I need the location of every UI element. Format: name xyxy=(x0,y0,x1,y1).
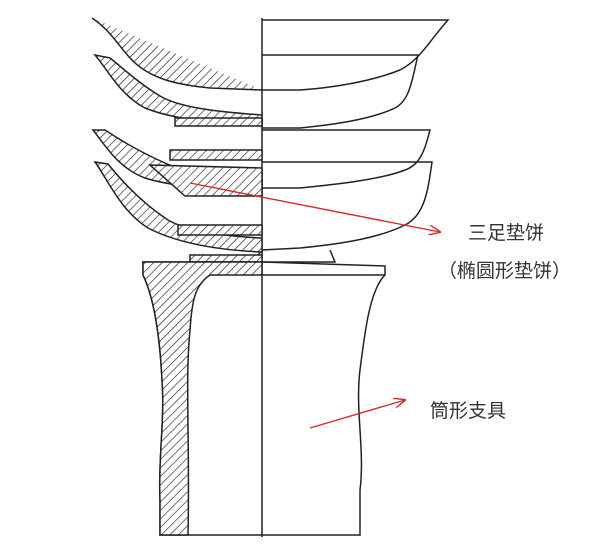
bowl-1 xyxy=(91,17,450,91)
pad-label: 三足垫饼 xyxy=(468,222,545,244)
pad-alt-label: （椭圆形垫饼） xyxy=(438,260,572,282)
cylindrical-support xyxy=(142,261,386,536)
support-label: 筒形支具 xyxy=(430,400,507,422)
support-arrow xyxy=(309,400,405,429)
pad-arrow xyxy=(189,182,440,232)
tripod-pads xyxy=(147,117,263,263)
